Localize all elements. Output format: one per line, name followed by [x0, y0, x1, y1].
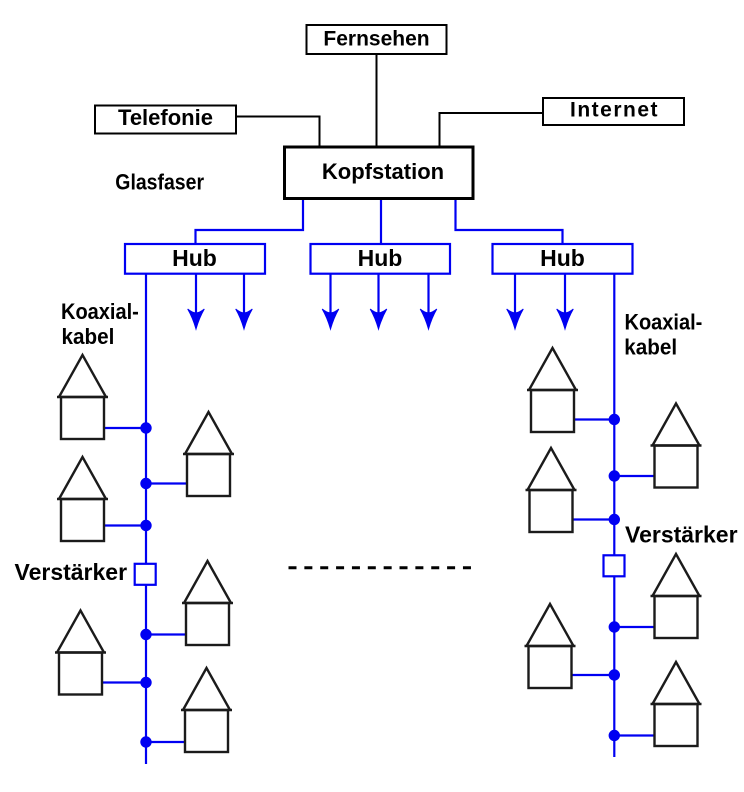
svg-text:Verstärker: Verstärker	[625, 522, 738, 548]
svg-text:Hub: Hub	[358, 245, 403, 271]
svg-text:Telefonie: Telefonie	[118, 105, 213, 130]
svg-text:Verstärker: Verstärker	[15, 559, 128, 585]
svg-text:Internet: Internet	[570, 98, 659, 121]
svg-text:Hub: Hub	[540, 245, 585, 271]
svg-text:kabel: kabel	[624, 335, 677, 360]
svg-text:Kopfstation: Kopfstation	[322, 159, 444, 184]
svg-text:Koaxial-: Koaxial-	[61, 300, 139, 324]
svg-text:Fernsehen: Fernsehen	[323, 28, 429, 51]
svg-text:Glasfaser: Glasfaser	[115, 170, 204, 194]
svg-text:Koaxial-: Koaxial-	[625, 311, 703, 335]
svg-text:kabel: kabel	[62, 324, 115, 349]
svg-text:Hub: Hub	[172, 245, 217, 271]
